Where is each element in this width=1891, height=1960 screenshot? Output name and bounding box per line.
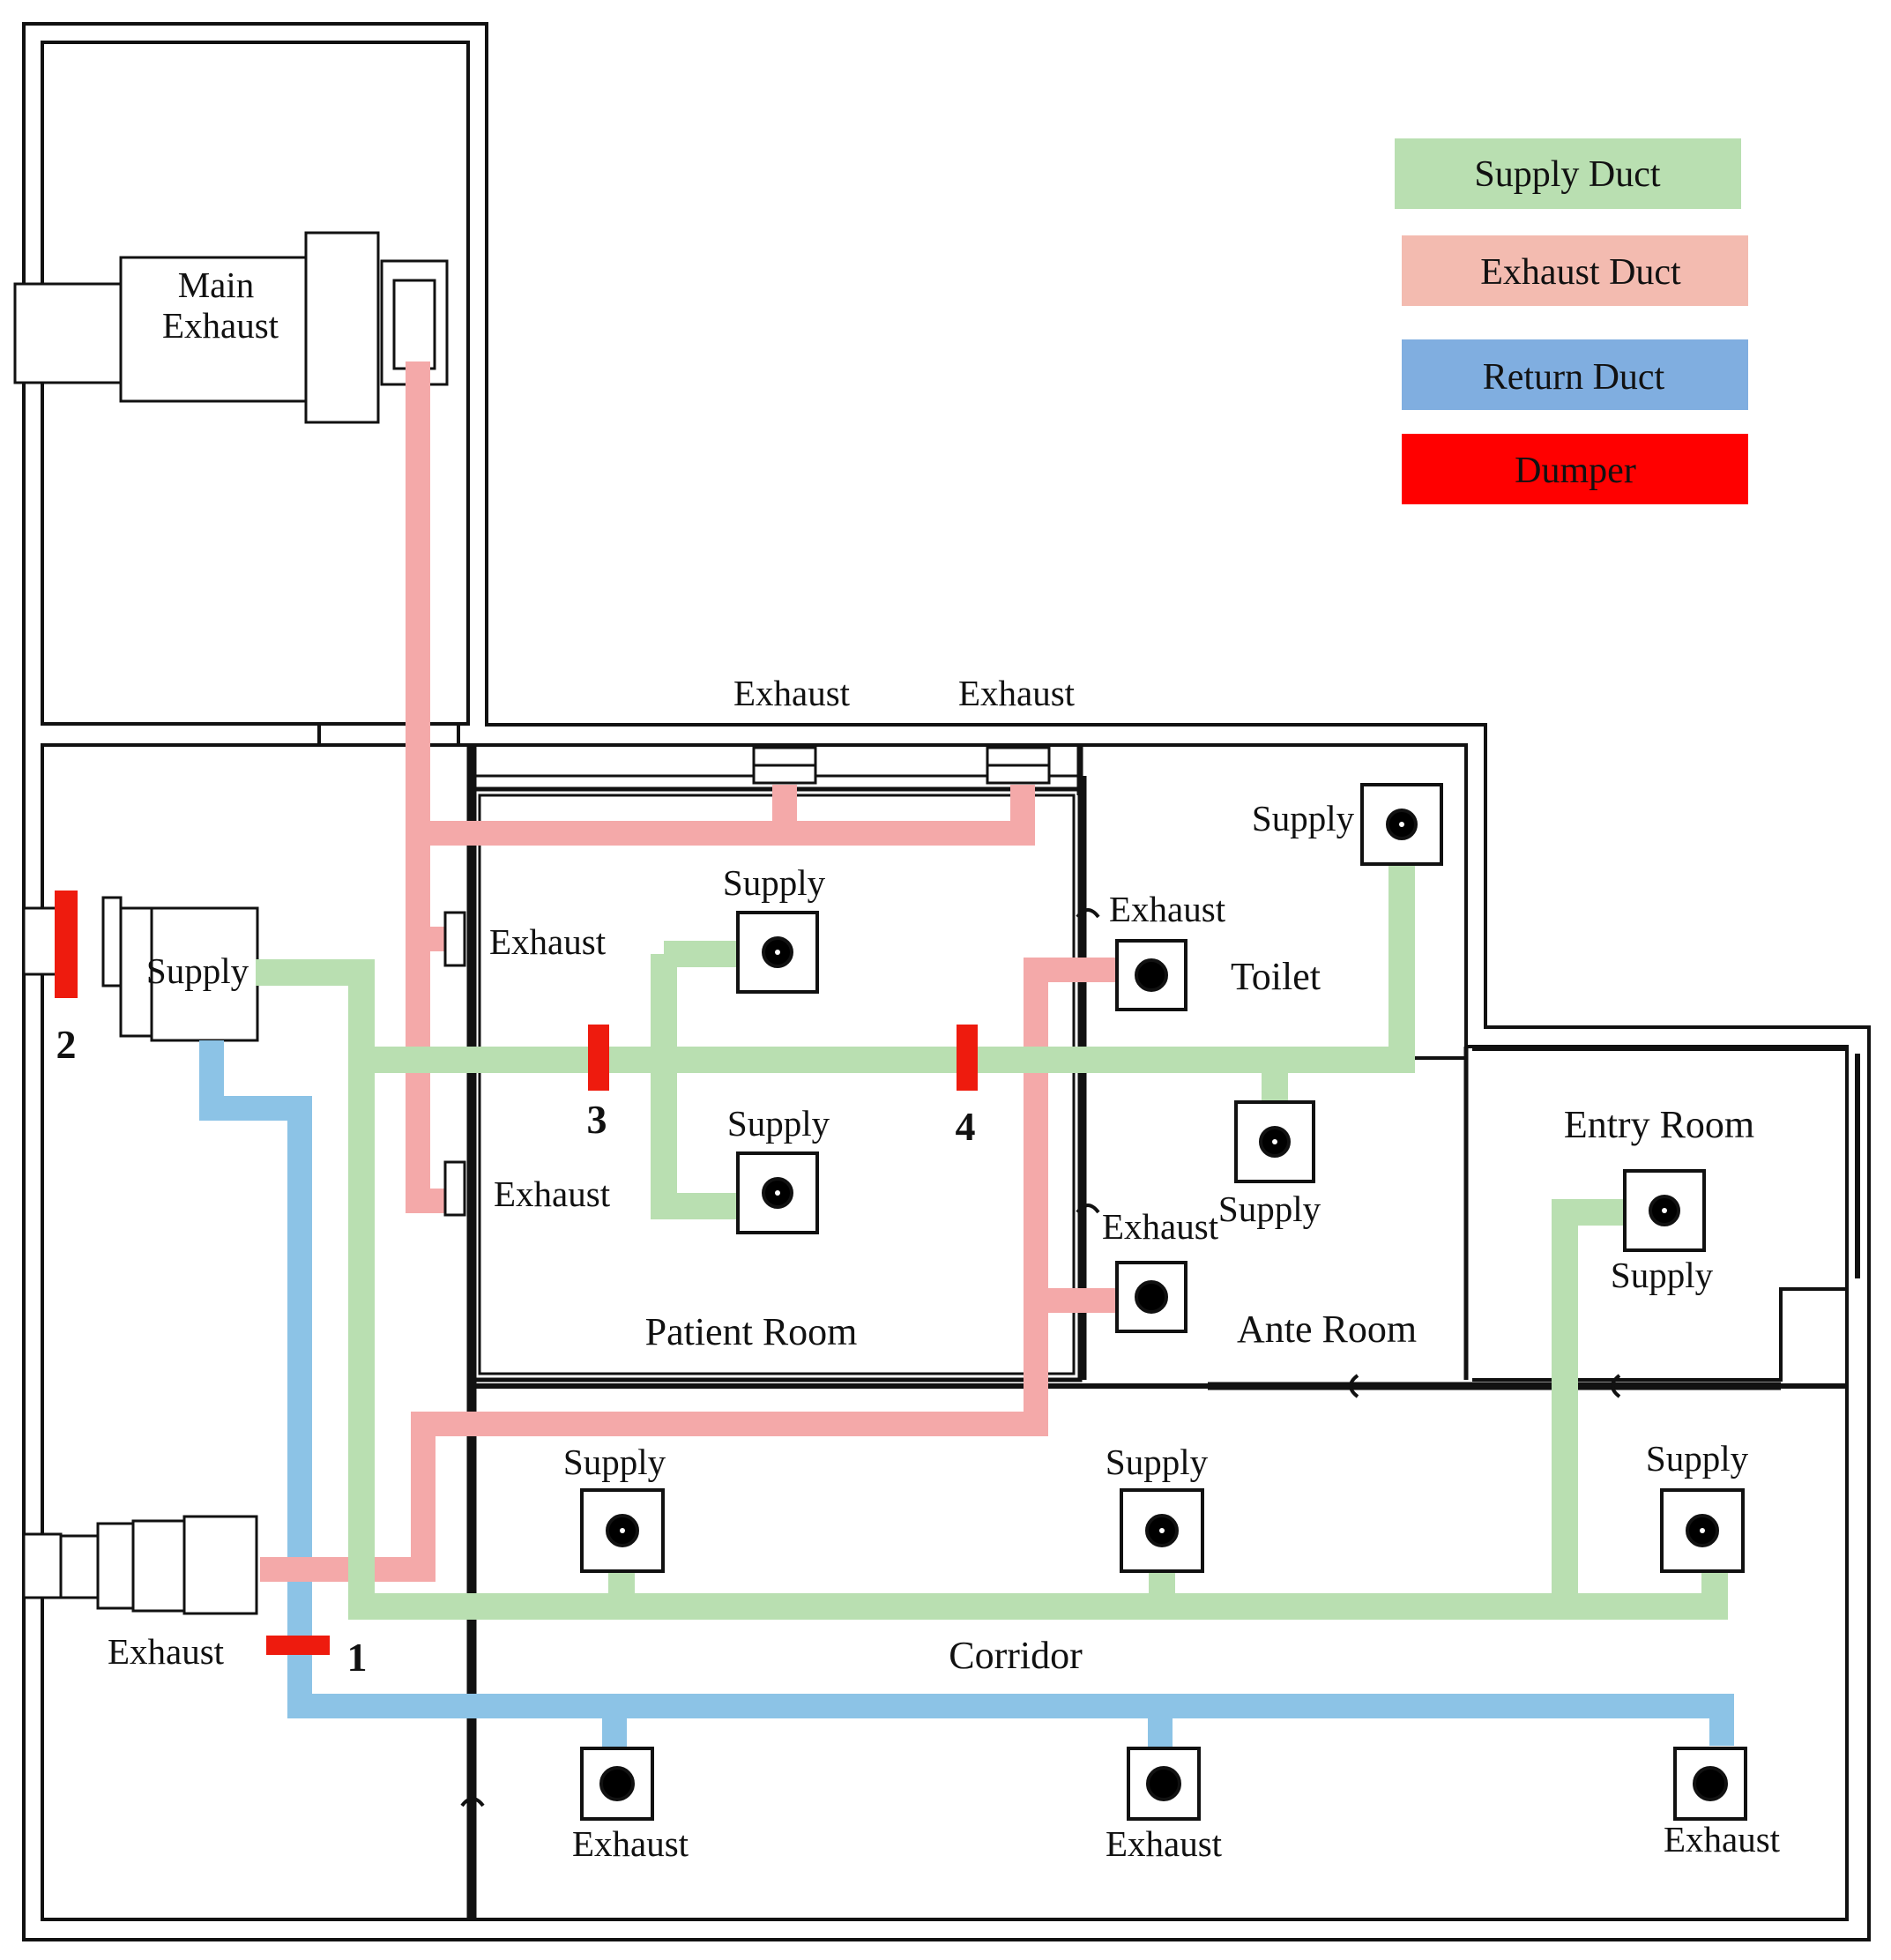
terminal-corridor-supply-1 bbox=[580, 1488, 665, 1573]
damper-1 bbox=[266, 1636, 330, 1655]
dampers bbox=[55, 891, 978, 1655]
door-patient-toilet bbox=[1076, 908, 1100, 919]
door-patient-ante bbox=[1076, 1204, 1100, 1214]
terminal-corridor-exhaust-3 bbox=[1673, 1747, 1747, 1821]
room-patient: Patient Room bbox=[645, 1310, 858, 1353]
exhaust-duct-loop bbox=[260, 958, 1126, 1582]
terminal-ante-exhaust bbox=[1115, 1261, 1187, 1333]
label-corridor-supply-3: Supply bbox=[1646, 1438, 1749, 1479]
label-patient-exhaust-lower: Exhaust bbox=[494, 1174, 611, 1214]
return-duct-network bbox=[199, 1040, 1734, 1750]
label-patient-supply-upper: Supply bbox=[723, 862, 826, 903]
label-toilet-supply: Supply bbox=[1252, 798, 1355, 838]
label-corridor-exhaust-3: Exhaust bbox=[1664, 1819, 1781, 1859]
svg-text:Return Duct: Return Duct bbox=[1483, 357, 1665, 398]
label-toilet-exhaust: Exhaust bbox=[1109, 889, 1226, 929]
door-ante-corridor bbox=[1349, 1374, 1359, 1398]
label-corridor-exhaust-2: Exhaust bbox=[1106, 1823, 1223, 1864]
damper-3-label: 3 bbox=[587, 1097, 607, 1142]
outer-wall-upper bbox=[22, 22, 1871, 1941]
legend-damper: Dumper bbox=[1402, 434, 1748, 504]
main-exhaust-label-1: Main bbox=[178, 265, 255, 305]
room-corridor: Corridor bbox=[949, 1634, 1083, 1677]
mechanical-room-door bbox=[317, 725, 460, 745]
room-toilet: Toilet bbox=[1231, 955, 1321, 998]
damper-2-label: 2 bbox=[56, 1022, 77, 1067]
lower-exhaust-fan-label: Exhaust bbox=[108, 1631, 225, 1672]
damper-1-label: 1 bbox=[347, 1635, 368, 1680]
damper-4 bbox=[957, 1025, 978, 1091]
door-entry-corridor bbox=[1611, 1374, 1621, 1398]
label-ante-exhaust: Exhaust bbox=[1102, 1206, 1219, 1247]
terminals bbox=[580, 783, 1747, 1821]
terminal-corridor-supply-3 bbox=[1660, 1488, 1745, 1573]
label-corridor-supply-2: Supply bbox=[1106, 1442, 1209, 1482]
terminal-ante-supply bbox=[1234, 1100, 1315, 1183]
terminal-entry-supply bbox=[1623, 1169, 1706, 1252]
terminal-corridor-exhaust-1 bbox=[580, 1747, 654, 1821]
label-corridor-exhaust-1: Exhaust bbox=[572, 1823, 689, 1864]
room-ante: Ante Room bbox=[1237, 1308, 1417, 1351]
legend-return: Return Duct bbox=[1402, 339, 1748, 410]
svg-text:Supply Duct: Supply Duct bbox=[1474, 154, 1661, 195]
legend-supply: Supply Duct bbox=[1395, 138, 1741, 209]
grille-patient-lower bbox=[443, 1160, 466, 1217]
label-top-exhaust-2: Exhaust bbox=[958, 673, 1076, 713]
labels: Main Exhaust Supply Exhaust Exhaust Exha… bbox=[56, 265, 1781, 1864]
svg-text:Exhaust Duct: Exhaust Duct bbox=[1480, 252, 1681, 293]
svg-text:Dumper: Dumper bbox=[1515, 451, 1636, 491]
damper-3 bbox=[588, 1025, 609, 1091]
inner-wall-main bbox=[41, 743, 1849, 1921]
terminal-patient-supply-lower bbox=[736, 1151, 819, 1234]
label-patient-supply-lower: Supply bbox=[727, 1103, 830, 1144]
exhaust-duct-network bbox=[260, 361, 1128, 1582]
terminal-toilet-supply bbox=[1360, 783, 1443, 866]
return-duct-main bbox=[199, 1040, 1734, 1746]
damper-4-label: 4 bbox=[956, 1104, 976, 1149]
terminal-toilet-exhaust bbox=[1115, 939, 1187, 1011]
grille-patient-upper bbox=[443, 911, 466, 967]
entry-room-wall bbox=[1472, 1047, 1849, 1382]
exhaust-duct-riser bbox=[406, 361, 445, 1213]
terminal-corridor-exhaust-2 bbox=[1127, 1747, 1201, 1821]
legend: Supply Duct Exhaust Duct Return Duct Dum… bbox=[1395, 138, 1748, 504]
terminal-patient-supply-upper bbox=[736, 911, 819, 994]
main-exhaust-label-2: Exhaust bbox=[162, 305, 279, 346]
room-entry: Entry Room bbox=[1564, 1103, 1754, 1146]
label-patient-exhaust-upper: Exhaust bbox=[489, 921, 607, 962]
damper-2 bbox=[55, 891, 78, 998]
supply-duct-patient-loop bbox=[651, 954, 760, 1219]
legend-exhaust: Exhaust Duct bbox=[1402, 235, 1748, 306]
exhaust-duct-header bbox=[418, 785, 1035, 846]
door-corridor-service bbox=[460, 1797, 485, 1807]
lower-exhaust-fan bbox=[22, 1515, 258, 1615]
label-corridor-supply-1: Supply bbox=[563, 1442, 666, 1482]
terminal-corridor-supply-2 bbox=[1120, 1488, 1204, 1573]
supply-duct-main bbox=[256, 959, 1728, 1620]
label-entry-supply: Supply bbox=[1611, 1255, 1714, 1295]
label-ante-supply: Supply bbox=[1218, 1189, 1321, 1229]
wall-grilles bbox=[443, 746, 1051, 1217]
supply-duct-trunk bbox=[361, 857, 1415, 1073]
label-top-exhaust-1: Exhaust bbox=[733, 673, 851, 713]
supply-unit-label: Supply bbox=[146, 950, 249, 991]
